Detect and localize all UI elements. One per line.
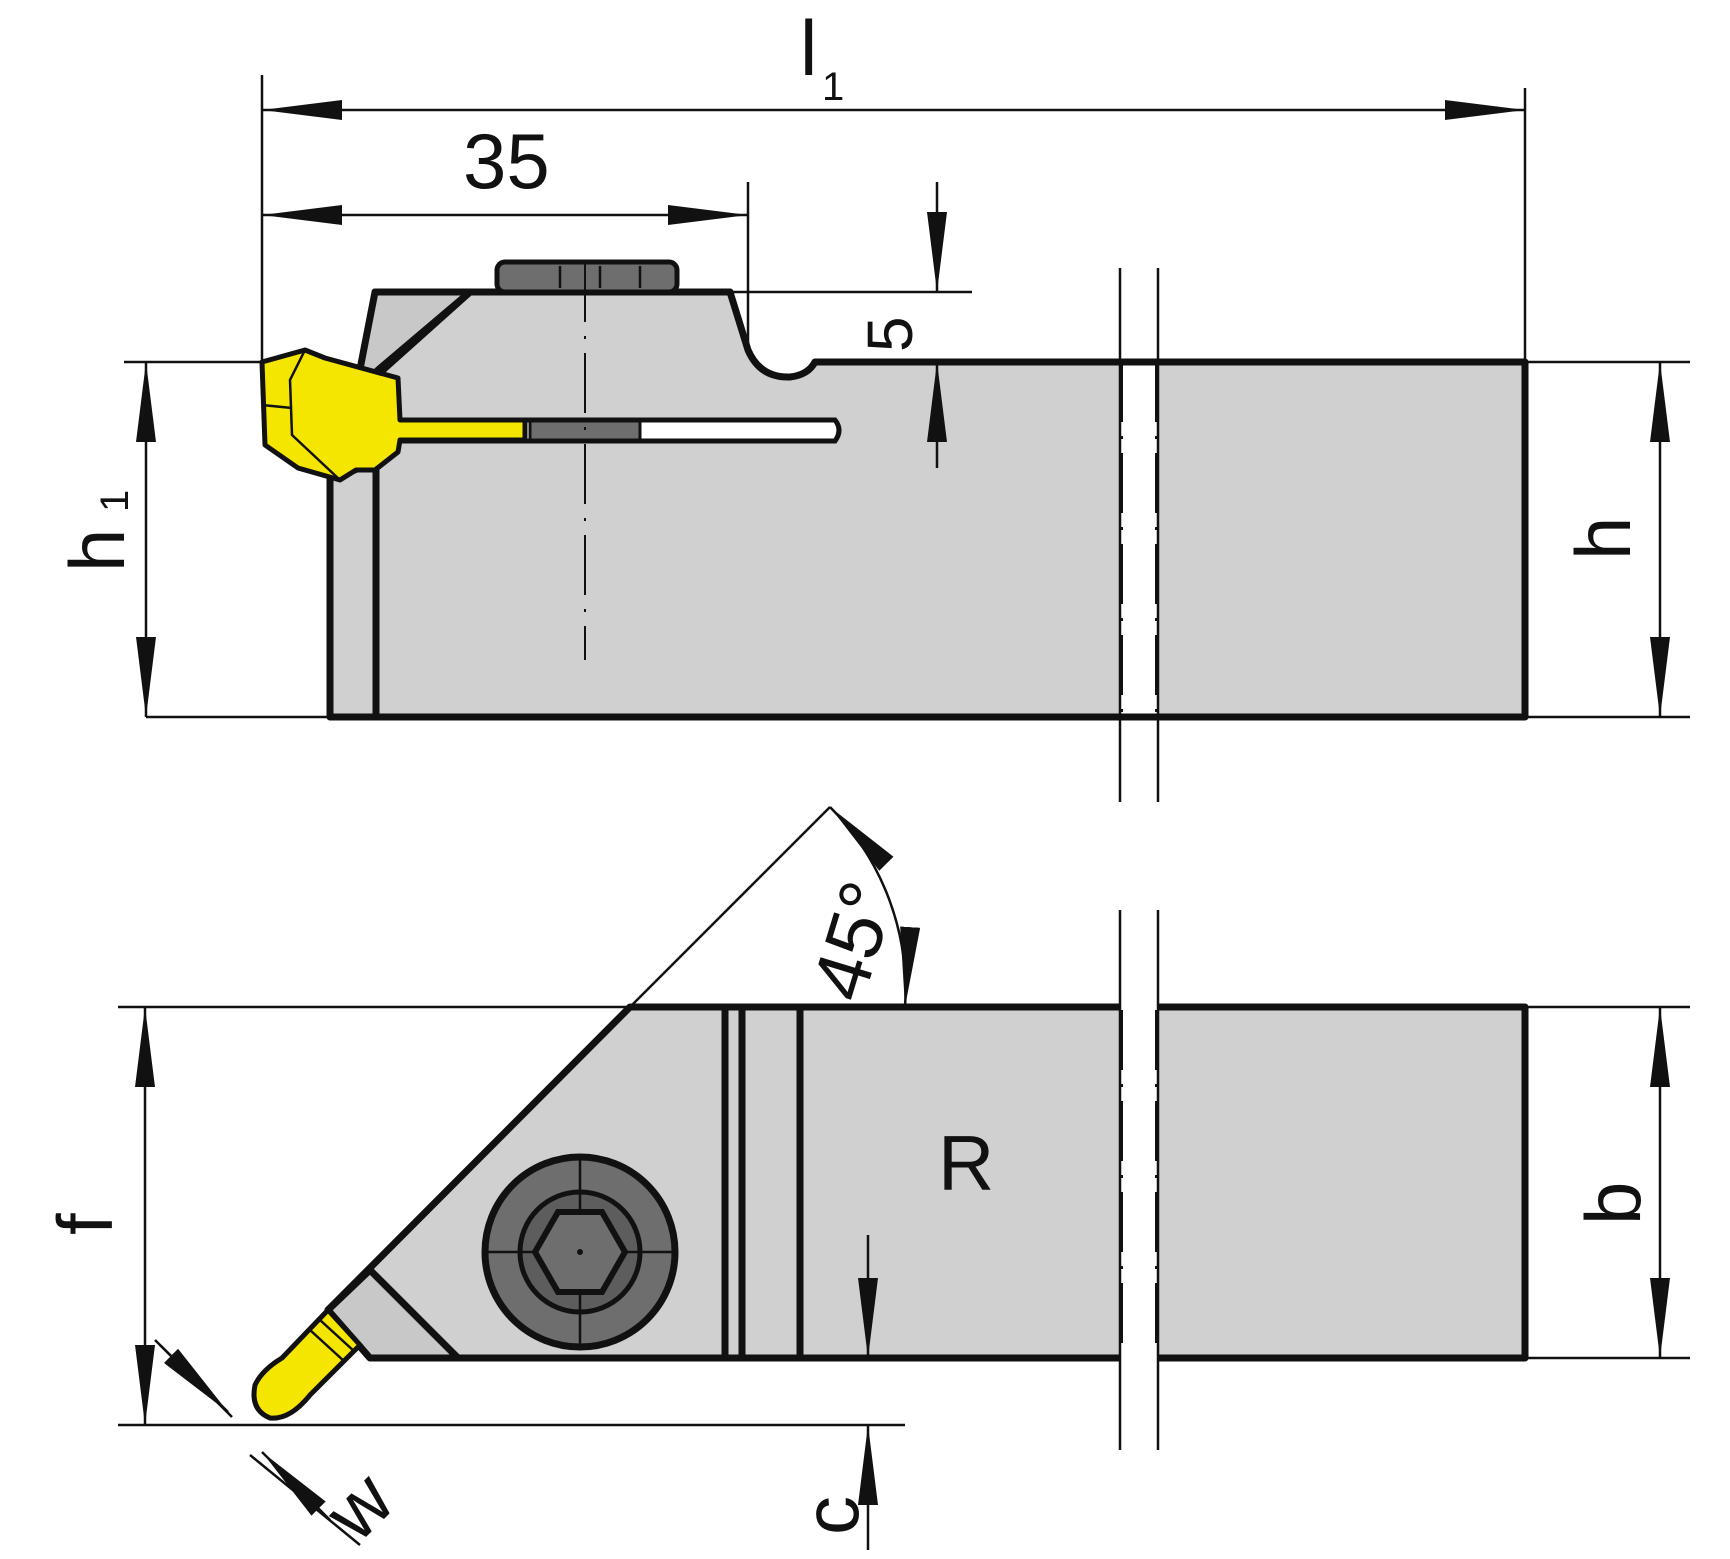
label-b: b xyxy=(1569,1182,1657,1225)
side-view-shank xyxy=(326,288,1529,721)
label-l1-sub: 1 xyxy=(822,65,844,109)
top-view-dimensions xyxy=(118,806,1690,1550)
label-h: h xyxy=(1559,517,1647,560)
label-c: c xyxy=(787,1496,875,1535)
label-f: f xyxy=(41,1213,129,1235)
grooving-insert-top xyxy=(251,1306,364,1421)
label-l1: l xyxy=(800,4,817,92)
top-view xyxy=(251,910,1529,1450)
label-hand-R: R xyxy=(938,1119,994,1207)
side-view-dimensions xyxy=(124,75,1690,719)
clamp-screw-head xyxy=(494,259,680,295)
label-35: 35 xyxy=(463,117,550,205)
label-h1: h xyxy=(53,529,141,572)
label-w: w xyxy=(307,1454,410,1557)
label-h1-sub: 1 xyxy=(93,490,137,512)
label-45deg: 45° xyxy=(794,871,913,1010)
grooving-insert xyxy=(259,347,528,483)
angle-arc-45 xyxy=(829,806,921,1008)
side-view xyxy=(259,259,1529,802)
label-5: 5 xyxy=(854,316,926,352)
